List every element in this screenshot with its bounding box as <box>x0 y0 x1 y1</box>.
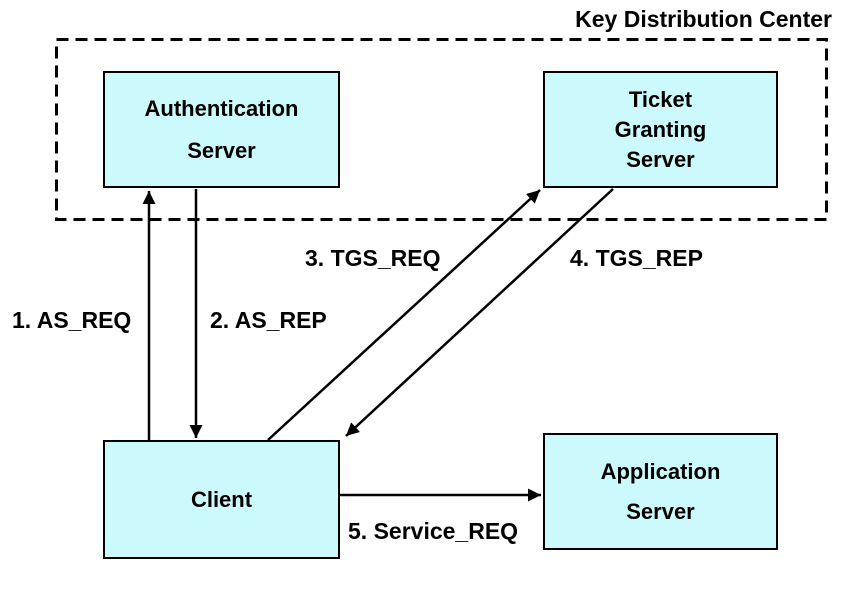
label-tgs-req: 3. TGS_REQ <box>305 245 441 271</box>
label-as-rep: 2. AS_REP <box>210 307 327 333</box>
label-service-req: 5. Service_REQ <box>348 518 519 544</box>
node-client: Client <box>103 440 340 559</box>
node-application-server: Application Server <box>543 433 778 550</box>
label-tgs-rep: 4. TGS_REP <box>570 245 703 271</box>
kdc-boundary-title: Key Distribution Center <box>575 6 832 32</box>
node-ticket-granting-server: Ticket Granting Server <box>543 71 778 188</box>
ticket-granting-server-label: Ticket Granting Server <box>614 86 707 172</box>
client-label: Client <box>190 486 253 512</box>
label-as-req: 1. AS_REQ <box>12 307 132 333</box>
node-authentication-server: Authentication Server <box>103 71 340 188</box>
arrow-tgs-rep <box>345 188 614 437</box>
authentication-server-label: Authentication Server <box>144 95 299 163</box>
application-server-label: Application Server <box>600 458 721 524</box>
